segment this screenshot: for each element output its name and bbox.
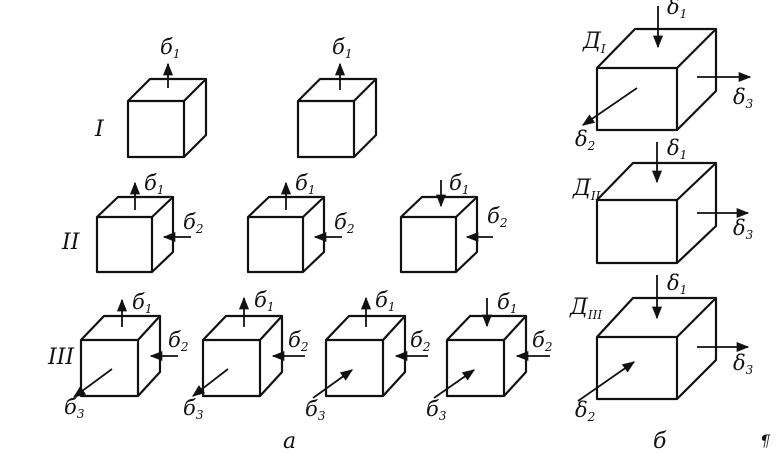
stress-arrow-3	[192, 368, 229, 397]
stress-label-2: б2	[183, 210, 203, 236]
stress-label-2: б2	[487, 204, 507, 230]
panel-b-caption: б	[653, 429, 667, 453]
block-d-i: ДI δ1 δ3 δ2	[575, 0, 754, 153]
stress-label-1: б1	[160, 35, 180, 61]
stress-label-3: б3	[305, 397, 326, 423]
stress-label-3: δ3	[733, 85, 754, 111]
stress-label-2: δ2	[575, 127, 595, 153]
cube-row-ii-1: б1 б2	[95, 171, 203, 274]
stress-arrow-3	[72, 368, 113, 398]
cube-row-ii-2: б1 б2	[246, 171, 354, 274]
block-label: ДII	[572, 176, 601, 203]
stress-label-1: б1	[132, 290, 152, 316]
cube-row-ii-3: б1 б2	[399, 171, 507, 274]
stress-label-1: δ1	[667, 271, 687, 297]
stress-label-2: б2	[168, 328, 188, 354]
pilcrow-mark: ¶	[760, 431, 771, 450]
stress-label-3: б3	[426, 397, 447, 423]
stress-arrow-3	[433, 369, 476, 399]
cube-row-iii-4: б1 б2 б3	[426, 290, 552, 423]
stress-label-3: б3	[183, 396, 204, 422]
stress-label-1: б1	[144, 171, 164, 197]
stress-label-3: б3	[64, 395, 85, 421]
block-d-ii: ДII δ1 δ3	[572, 136, 754, 265]
row-label-iii: III	[47, 345, 75, 370]
stress-label-2: б2	[410, 328, 430, 354]
stress-label-2: б2	[288, 328, 308, 354]
cube-row-iii-2: б1 б2 б3	[183, 288, 308, 422]
row-label-i: I	[94, 117, 105, 142]
block-label: ДI	[582, 29, 606, 56]
stress-arrow-2	[577, 361, 636, 402]
stress-arrow-3	[312, 369, 354, 399]
stress-label-2: б2	[532, 328, 552, 354]
stress-label-3: δ3	[733, 351, 754, 377]
stress-label-1: δ1	[667, 0, 687, 21]
stress-label-3: δ3	[733, 216, 754, 242]
stress-label-1: б1	[332, 35, 352, 61]
stress-label-1: б1	[449, 171, 469, 197]
block-label: ДIII	[569, 295, 602, 322]
cube-row-iii-1: б1 б2 б3	[64, 290, 188, 421]
block-d-iii: ДIII δ1 δ3 δ2	[569, 271, 754, 424]
stress-label-1: б1	[295, 171, 315, 197]
stress-arrow-2	[581, 87, 638, 126]
stress-label-1: δ1	[667, 136, 687, 162]
cube-row-i-2: б1	[296, 35, 378, 159]
stress-label-2: δ2	[575, 398, 595, 424]
cube-row-iii-3: б1 б2 б3	[305, 288, 430, 423]
cube-row-i-1: б1	[126, 35, 208, 159]
stress-label-1: б1	[375, 288, 395, 314]
stress-label-2: б2	[334, 210, 354, 236]
stress-label-1: б1	[497, 290, 517, 316]
panel-a-caption: а	[283, 429, 296, 453]
row-label-ii: II	[61, 230, 81, 255]
stress-label-1: б1	[254, 288, 274, 314]
